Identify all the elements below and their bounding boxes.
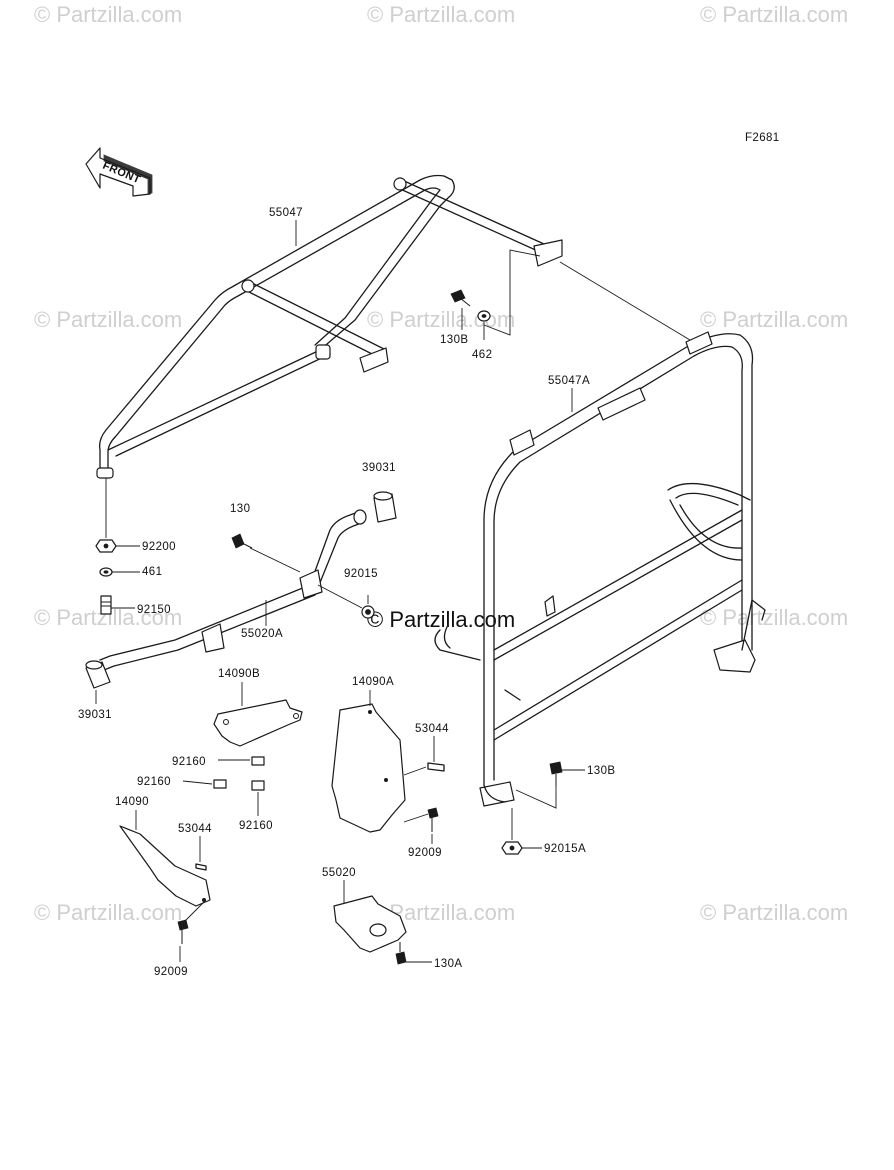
leader-lines-top xyxy=(461,249,541,340)
plate-14090a xyxy=(331,703,406,833)
plate-14090b xyxy=(213,699,303,747)
label-92015: 92015 xyxy=(344,568,378,580)
watermark: © Partzilla.com xyxy=(367,2,515,27)
label-92150: 92150 xyxy=(137,604,171,616)
label-14090: 14090 xyxy=(115,796,149,808)
screw-92009-left xyxy=(177,919,189,944)
collar-39031-bottom xyxy=(85,660,111,689)
label-92160-c: 92160 xyxy=(239,820,273,832)
leader-92009-left xyxy=(185,901,205,921)
clip-53044-left xyxy=(195,863,207,871)
label-130b-right: 130B xyxy=(587,765,615,777)
bolt-130 xyxy=(231,533,253,549)
leader-92015 xyxy=(317,584,369,609)
label-92200: 92200 xyxy=(142,541,176,553)
label-14090a: 14090A xyxy=(352,676,394,688)
label-92015a: 92015A xyxy=(544,843,586,855)
label-92009-left: 92009 xyxy=(154,966,188,978)
label-92160-a: 92160 xyxy=(172,756,206,768)
label-55047a: 55047A xyxy=(548,375,590,387)
watermark: © Partzilla.com xyxy=(700,2,848,27)
label-55020a: 55020A xyxy=(241,628,283,640)
watermark: © Partzilla.com xyxy=(700,307,848,332)
watermark: © Partzilla.com xyxy=(700,605,848,630)
watermarks: © Partzilla.com © Partzilla.com © Partzi… xyxy=(34,2,848,925)
nut-92015 xyxy=(361,605,375,619)
washer-461 xyxy=(99,567,113,577)
screw-92009-right xyxy=(427,807,439,832)
bolt-92150 xyxy=(100,595,112,615)
label-55047: 55047 xyxy=(269,207,303,219)
washer-462 xyxy=(477,310,491,322)
pad-92160 xyxy=(251,756,265,766)
front-crossbar-55020a xyxy=(99,509,367,671)
label-39031-top: 39031 xyxy=(362,462,396,474)
front-arrow-icon: FRONT xyxy=(85,147,153,197)
label-14090b: 14090B xyxy=(218,668,260,680)
nut-92200 xyxy=(95,539,117,553)
leader-line-frame xyxy=(559,261,691,341)
label-130b-top: 130B xyxy=(440,334,468,346)
upper-roll-bar xyxy=(96,174,563,479)
bolt-130a xyxy=(395,942,407,965)
bolt-130b-right xyxy=(549,761,563,786)
label-130: 130 xyxy=(230,503,250,515)
label-55020: 55020 xyxy=(322,867,356,879)
fastener-130b-top xyxy=(450,289,471,307)
label-92160-b: 92160 xyxy=(137,776,171,788)
pad-92160 xyxy=(213,779,227,789)
pad-92160 xyxy=(251,780,265,791)
watermark: © Partzilla.com xyxy=(34,2,182,27)
label-462: 462 xyxy=(472,349,492,361)
clip-53044-right xyxy=(427,762,445,772)
label-53044-left: 53044 xyxy=(178,823,212,835)
leader-53044 xyxy=(403,766,427,776)
part-labels: 55047 130B 462 55047A 39031 130 92015 92… xyxy=(78,207,615,978)
label-461: 461 xyxy=(142,566,162,578)
label-53044-right: 53044 xyxy=(415,723,449,735)
watermark: © Partzilla.com xyxy=(700,900,848,925)
leader-92009 xyxy=(403,813,429,823)
guard-plate-55020 xyxy=(333,895,407,953)
leader-130b xyxy=(515,786,557,809)
label-130a: 130A xyxy=(434,958,462,970)
leader-130 xyxy=(249,547,301,573)
watermark: © Partzilla.com xyxy=(34,900,182,925)
watermark: © Partzilla.com xyxy=(34,307,182,332)
label-39031-bottom: 39031 xyxy=(78,709,112,721)
label-92009-right: 92009 xyxy=(408,847,442,859)
rear-roll-frame xyxy=(434,331,766,807)
nut-92015a xyxy=(501,841,523,855)
watermark-center: © Partzilla.com xyxy=(367,607,515,632)
figure-code: F2681 xyxy=(745,132,780,144)
collar-39031-top xyxy=(373,491,397,523)
